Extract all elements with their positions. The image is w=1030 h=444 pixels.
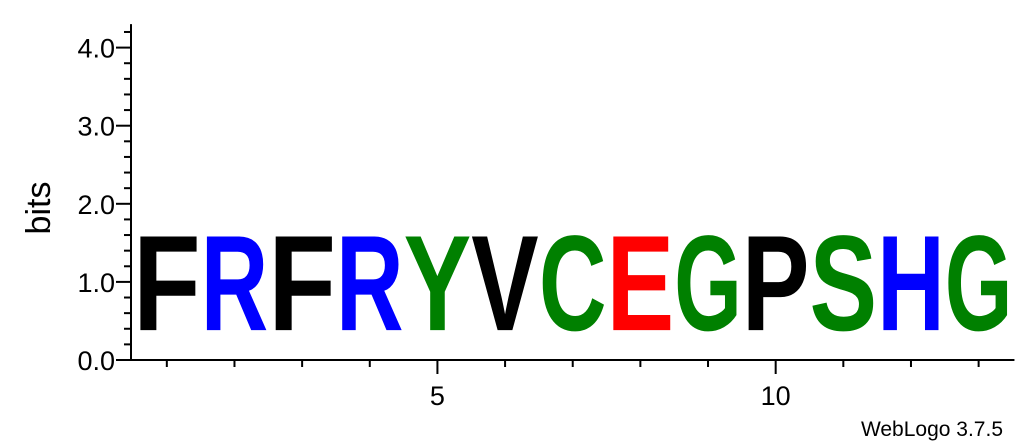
y-tick-label: 2.0	[77, 190, 115, 220]
x-tick-label: 10	[761, 381, 791, 411]
residue-letter-G: G	[674, 209, 742, 360]
residue-letter-G: G	[945, 209, 1013, 360]
residue-letter-S: S	[810, 208, 878, 360]
residue-letter-P: P	[742, 208, 810, 360]
footer-credit: WebLogo 3.7.5	[861, 418, 1003, 441]
residue-letter-R: R	[336, 207, 404, 360]
residue-letter-H: H	[877, 207, 945, 360]
residue-letter-C: C	[539, 207, 607, 360]
y-axis-title: bits	[20, 182, 58, 235]
residue-letter-Y: Y	[404, 208, 472, 360]
residue-letter-V: V	[471, 209, 538, 360]
residue-letter-E: E	[607, 208, 675, 360]
x-tick-label: 5	[430, 381, 445, 411]
y-tick-label: 4.0	[77, 34, 115, 64]
y-tick-label: 0.0	[77, 346, 115, 376]
y-tick-label: 3.0	[77, 112, 115, 142]
residue-letter-F: F	[268, 208, 336, 359]
residue-letter-R: R	[201, 207, 269, 360]
residue-letter-F: F	[133, 208, 201, 359]
x-axis: 5 10	[131, 359, 1015, 411]
y-axis: 0.0 1.0 2.0 3.0 4.0	[77, 24, 132, 376]
y-tick-label: 1.0	[77, 268, 115, 298]
